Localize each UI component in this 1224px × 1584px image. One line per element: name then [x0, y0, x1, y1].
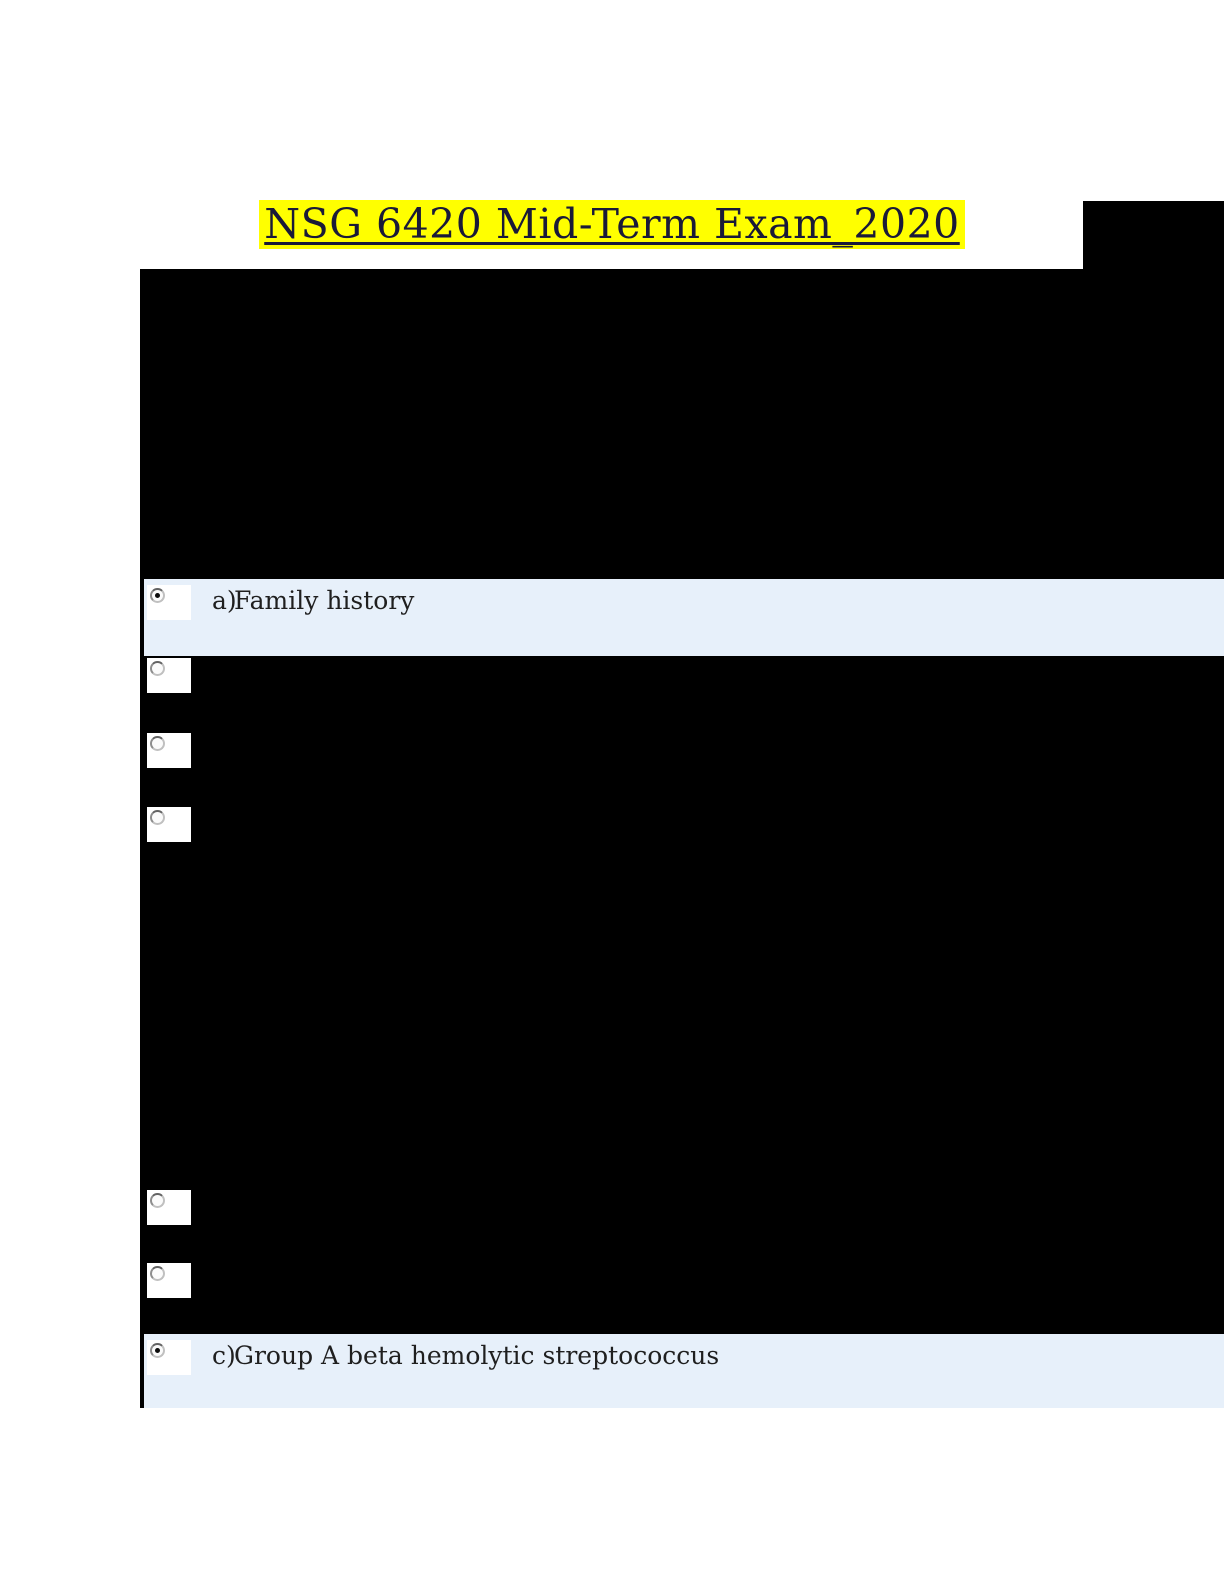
radio-cell-redacted-5: [147, 1263, 191, 1298]
radio-cell-c: [147, 1340, 191, 1375]
radio-cell-redacted-3: [147, 807, 191, 842]
radio-button-redacted-5-icon[interactable]: [150, 1266, 165, 1281]
radio-button-redacted-1-icon[interactable]: [150, 661, 165, 676]
page-title: NSG 6420 Mid-Term Exam_2020: [259, 200, 965, 249]
option-c-label: c): [212, 1341, 236, 1370]
option-a-label: a): [212, 586, 237, 615]
radio-cell-redacted-2: [147, 733, 191, 768]
radio-button-a-icon[interactable]: [150, 588, 165, 603]
radio-button-c-icon[interactable]: [150, 1343, 165, 1358]
radio-button-redacted-4-icon[interactable]: [150, 1193, 165, 1208]
redacted-header-block: [1083, 201, 1224, 269]
option-c-text: Group A beta hemolytic streptococcus: [234, 1341, 720, 1370]
redacted-options-block: [140, 656, 1224, 1334]
title-band: NSG 6420 Mid-Term Exam_2020: [0, 200, 1224, 249]
radio-cell-redacted-1: [147, 658, 191, 693]
redacted-question-text-block: [140, 269, 1224, 579]
radio-cell-a: [147, 585, 191, 620]
answer-row-a: a) Family history: [140, 579, 1224, 656]
radio-button-redacted-2-icon[interactable]: [150, 736, 165, 751]
radio-cell-redacted-4: [147, 1190, 191, 1225]
answer-row-c: c) Group A beta hemolytic streptococcus: [140, 1334, 1224, 1408]
option-a-text: Family history: [234, 586, 415, 615]
radio-button-redacted-3-icon[interactable]: [150, 810, 165, 825]
